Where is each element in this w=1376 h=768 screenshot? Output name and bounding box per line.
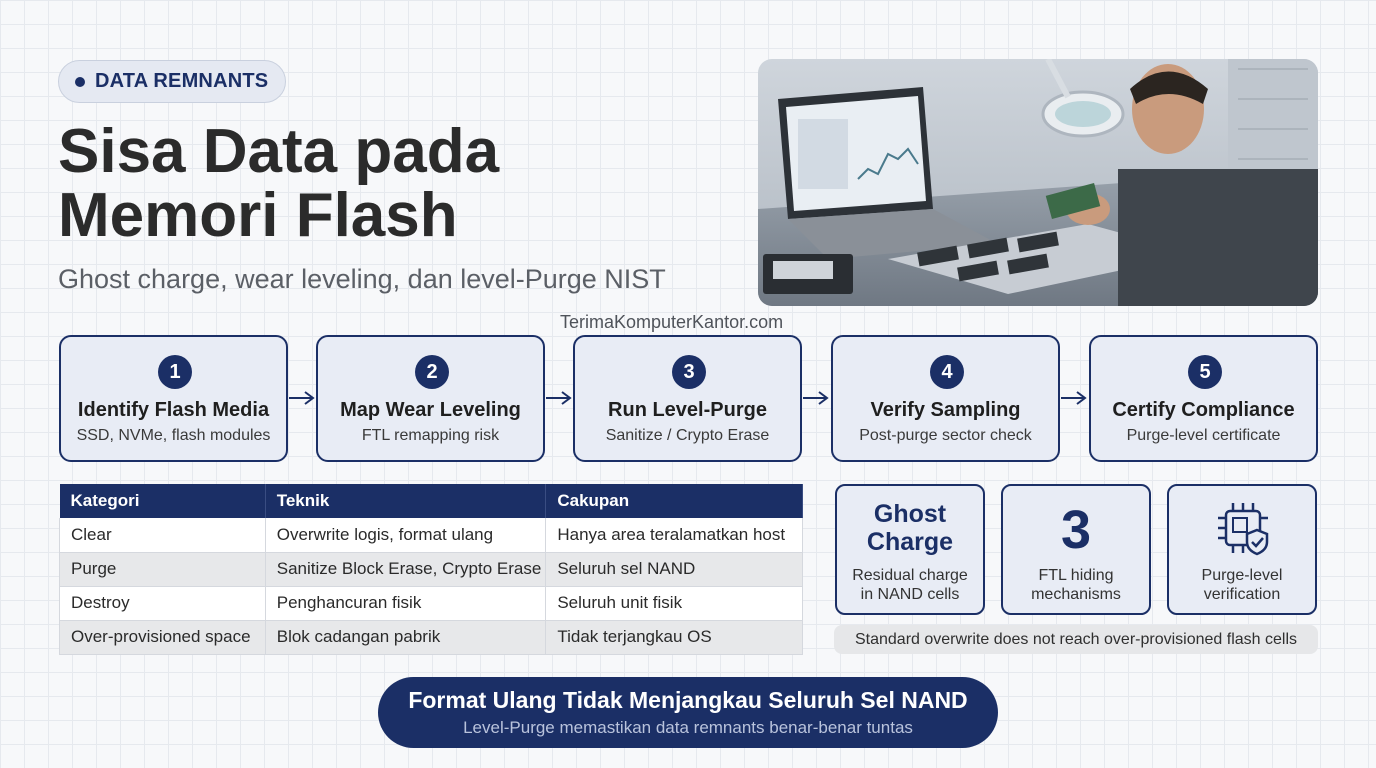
technician-photo [758, 59, 1318, 306]
stat-value-line-2: Charge [866, 528, 954, 556]
table-cell: Purge [59, 552, 266, 587]
step-subtitle: Purge-level certificate [1126, 427, 1281, 444]
table-cell: Seluruh sel NAND [545, 552, 803, 587]
step-number: 3 [672, 355, 706, 389]
table-row: Purge Sanitize Block Erase, Crypto Erase… [59, 552, 803, 587]
page-subtitle: Ghost charge, wear leveling, dan level-P… [58, 264, 666, 294]
arrow-right-icon [546, 391, 572, 405]
badge-dot-icon [75, 76, 85, 87]
chip-shield-icon [1218, 503, 1269, 556]
table-cell: Blok cadangan pabrik [265, 620, 547, 655]
step-title: Verify Sampling [870, 399, 1021, 421]
sanitization-table: Kategori Teknik Cakupan Clear Overwrite … [59, 484, 803, 655]
table-row: Over-provisioned space Blok cadangan pab… [59, 620, 803, 655]
arrow-right-icon [803, 391, 829, 405]
technician-photo-illustration [758, 59, 1318, 306]
table-cell: Clear [59, 518, 266, 553]
table-cell: Seluruh unit fisik [545, 586, 803, 621]
stat-value: 3 [1060, 500, 1092, 560]
stat-caption: Residual charge in NAND cells [837, 566, 983, 604]
banner-subtitle: Level-Purge memastikan data remnants ben… [463, 718, 913, 737]
step-number: 4 [930, 355, 964, 389]
watermark: TerimaKomputerKantor.com [560, 312, 784, 332]
table-cell: Overwrite logis, format ulang [265, 518, 547, 553]
arrow-right-icon [1061, 391, 1087, 405]
column-header-kategori: Kategori [59, 484, 266, 518]
step-subtitle: Post-purge sector check [859, 427, 1032, 444]
title-line-1: Sisa Data pada [58, 117, 500, 186]
table-cell: Destroy [59, 586, 266, 621]
step-card-2: 2 Map Wear Leveling FTL remapping risk [316, 335, 545, 462]
stat-caption-line-2: verification [1203, 586, 1281, 603]
stat-card-ghost-charge: Ghost Charge Residual charge in NAND cel… [835, 484, 985, 615]
step-card-4: 4 Verify Sampling Post-purge sector chec… [831, 335, 1060, 462]
table-cell: Sanitize Block Erase, Crypto Erase [265, 552, 547, 587]
stat-caption-line-2: in NAND cells [860, 586, 960, 603]
step-title: Map Wear Leveling [340, 399, 521, 421]
step-card-3: 3 Run Level-Purge Sanitize / Crypto Eras… [573, 335, 802, 462]
step-title: Identify Flash Media [77, 399, 270, 421]
arrow-right-icon [289, 391, 315, 405]
conclusion-banner: Format Ulang Tidak Menjangkau Seluruh Se… [378, 677, 998, 748]
step-card-1: 1 Identify Flash Media SSD, NVMe, flash … [59, 335, 288, 462]
step-title: Run Level-Purge [608, 399, 767, 421]
table-cell: Over-provisioned space [59, 620, 266, 655]
stat-caption-line-2: mechanisms [1031, 586, 1121, 603]
step-number: 5 [1188, 355, 1222, 389]
banner-title: Format Ulang Tidak Menjangkau Seluruh Se… [408, 687, 968, 713]
badge-label: DATA REMNANTS [95, 70, 269, 92]
table-header-row: Kategori Teknik Cakupan [59, 484, 803, 518]
table-cell: Hanya area teralamatkan host [545, 518, 803, 553]
stat-caption-line-1: Residual charge [852, 567, 968, 584]
step-title: Certify Compliance [1112, 399, 1295, 421]
stat-caption-line-1: FTL hiding [1038, 567, 1114, 584]
step-subtitle: SSD, NVMe, flash modules [76, 427, 271, 444]
stat-value: Ghost Charge [837, 500, 983, 556]
step-subtitle: FTL remapping risk [361, 427, 500, 444]
stat-card-verification: Purge-level verification [1167, 484, 1317, 615]
stat-value-line-1: Ghost [873, 500, 947, 528]
stat-caption: FTL hiding mechanisms [1003, 566, 1149, 604]
table-cell: Penghancuran fisik [265, 586, 547, 621]
stat-card-ftl: 3 FTL hiding mechanisms [1001, 484, 1151, 615]
step-number: 1 [158, 355, 192, 389]
step-subtitle: Sanitize / Crypto Erase [605, 427, 770, 444]
stat-caption: Purge-level verification [1169, 566, 1315, 604]
column-header-teknik: Teknik [265, 484, 547, 518]
section-badge: DATA REMNANTS [58, 60, 286, 103]
step-card-5: 5 Certify Compliance Purge-level certifi… [1089, 335, 1318, 462]
step-number: 2 [415, 355, 449, 389]
stat-caption-line-1: Purge-level [1201, 567, 1283, 584]
table-cell: Tidak terjangkau OS [545, 620, 803, 655]
table-row: Destroy Penghancuran fisik Seluruh unit … [59, 586, 803, 621]
footnote: Standard overwrite does not reach over-p… [834, 625, 1318, 654]
table-row: Clear Overwrite logis, format ulang Hany… [59, 518, 803, 553]
title-line-2: Memori Flash [58, 181, 458, 250]
column-header-cakupan: Cakupan [545, 484, 803, 518]
page-title: Sisa Data pada Memori Flash [58, 120, 698, 248]
